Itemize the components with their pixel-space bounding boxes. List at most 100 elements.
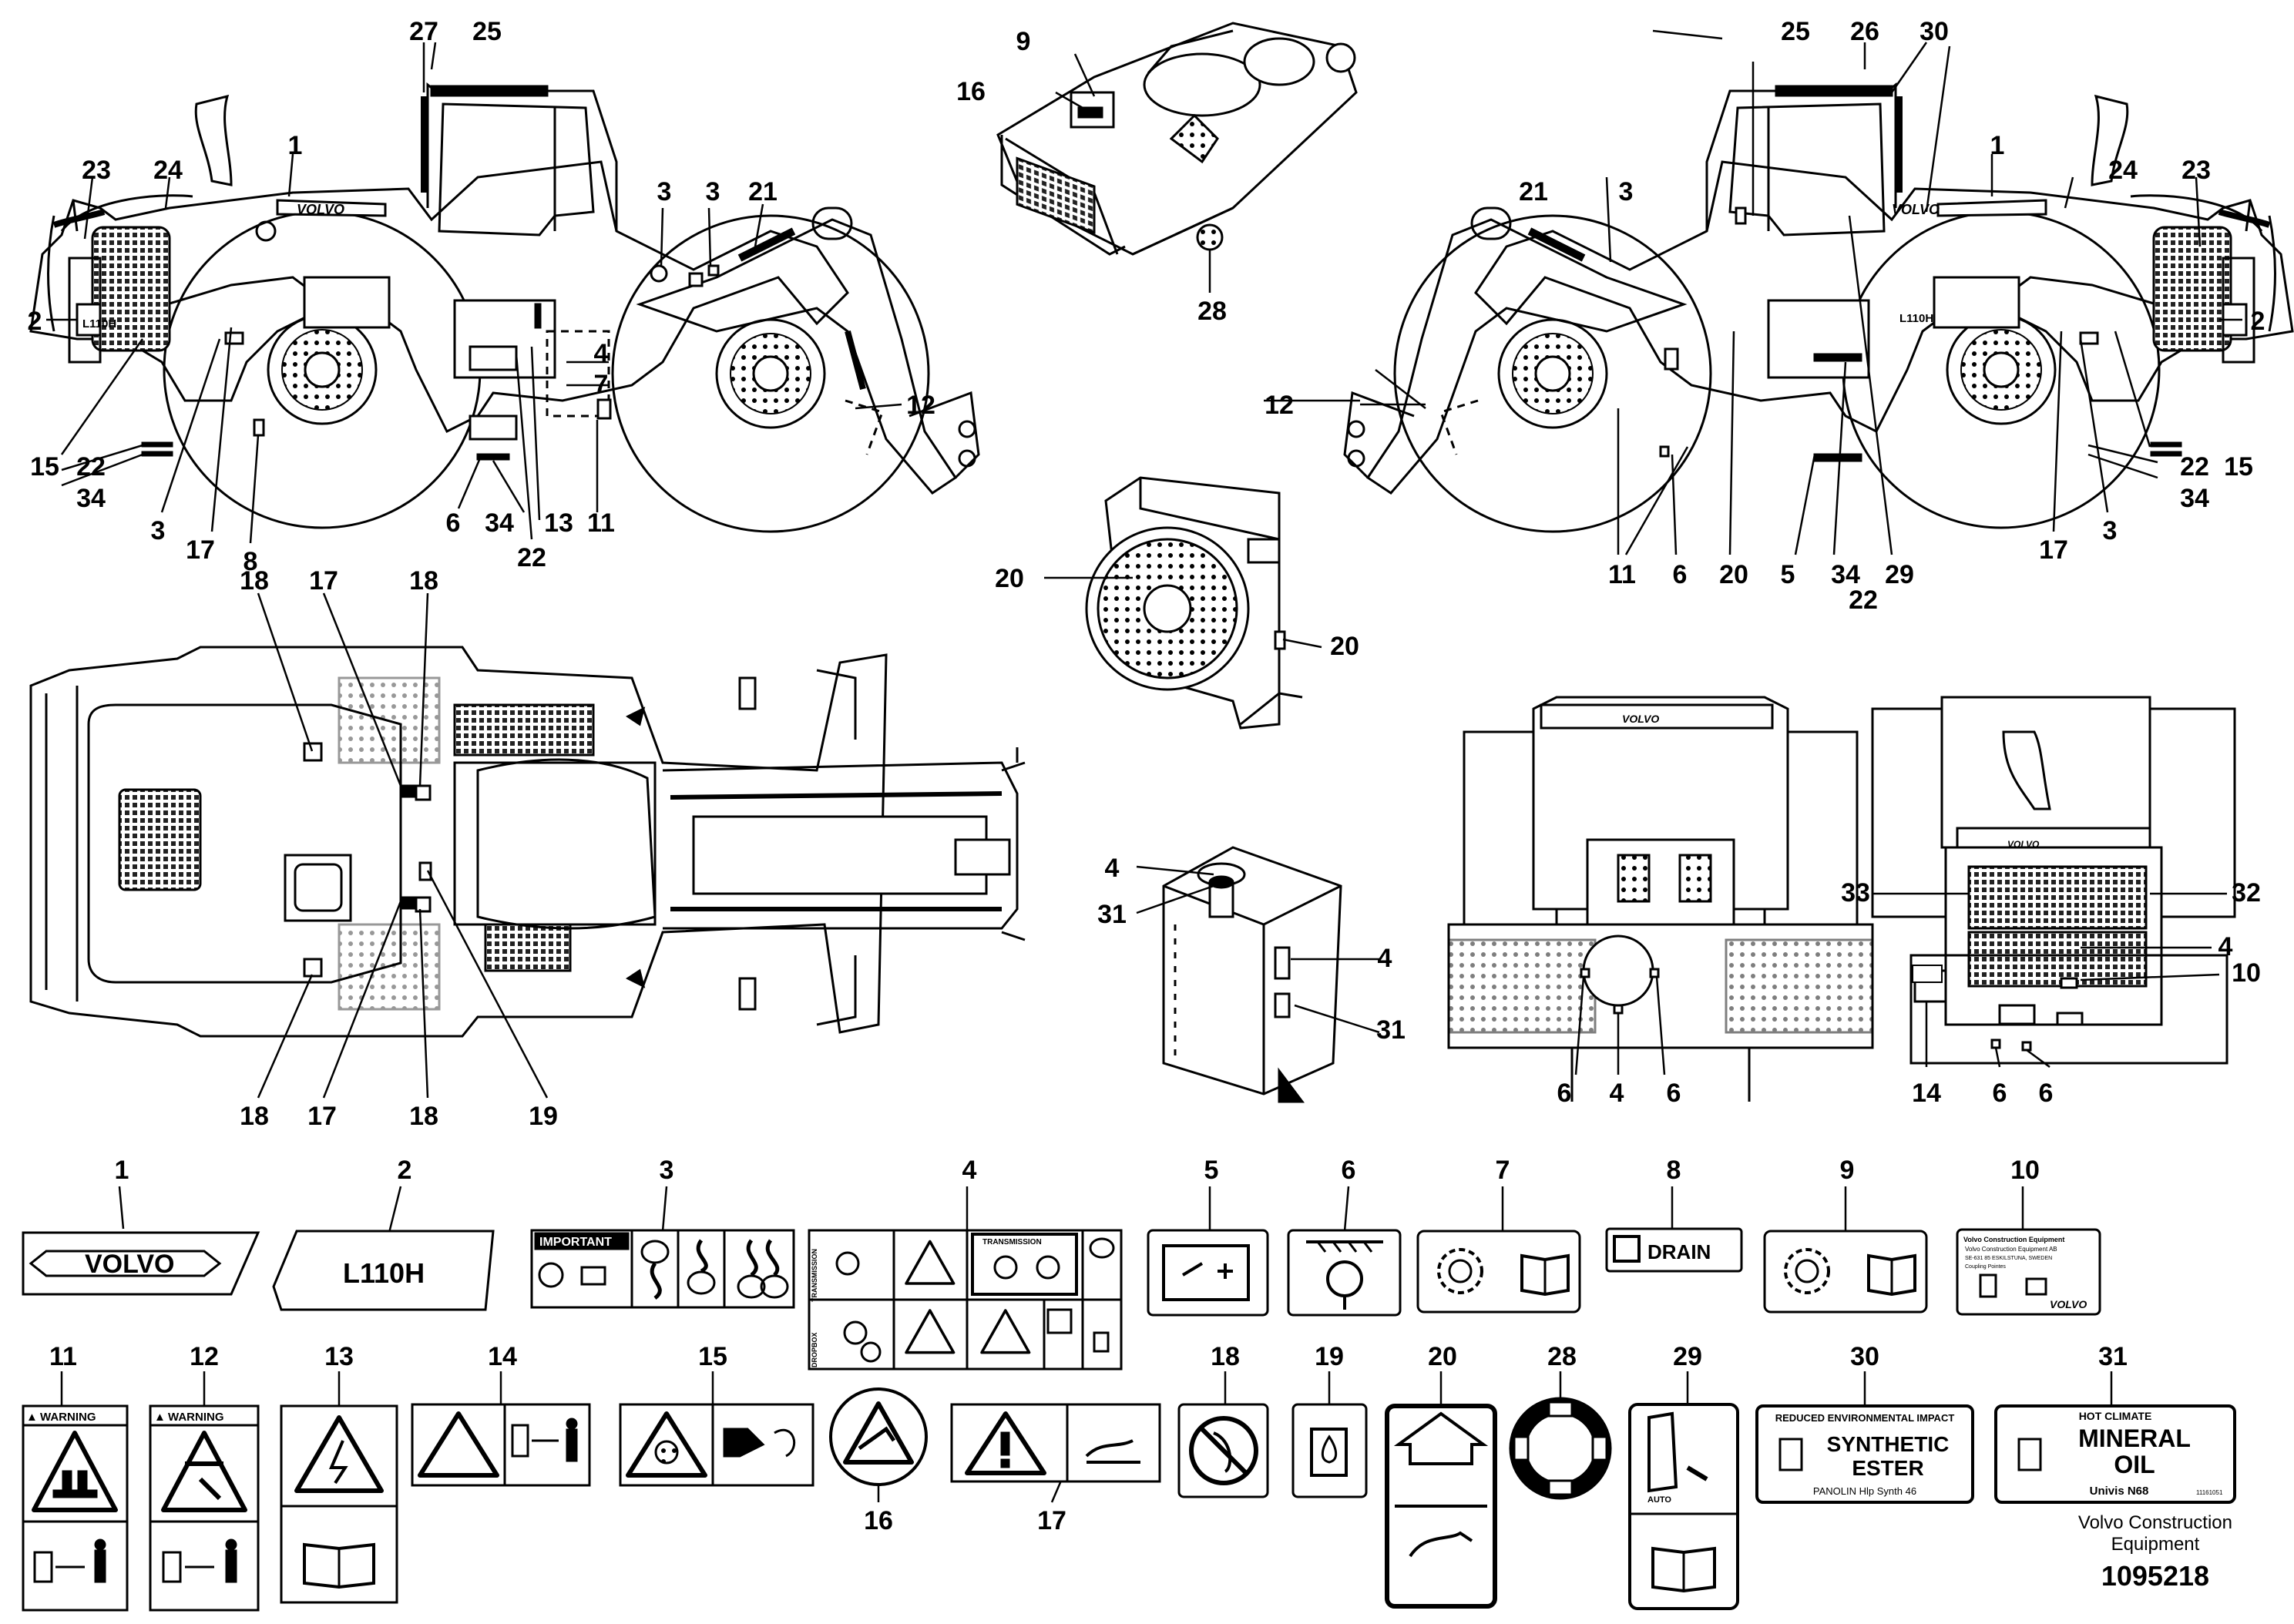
callout-number: 3 (2103, 516, 2118, 545)
decal-31-big1: MINERAL (2078, 1424, 2191, 1452)
callout-number: 34 (1831, 560, 1860, 589)
decal-31-head: HOT CLIMATE (2079, 1410, 2152, 1422)
callout-number: 2 (2251, 307, 2265, 336)
callout-number: 34 (485, 508, 514, 538)
callout-number: 10 (2232, 958, 2261, 988)
callout-number: 19 (529, 1102, 558, 1131)
callout-number: 28 (1197, 297, 1227, 326)
callout-number: 7 (594, 370, 609, 399)
callout-number: 26 (1850, 17, 1879, 46)
decal-11-text: WARNING (40, 1411, 96, 1424)
callout-number: 8 (244, 547, 258, 576)
callout-number: 17 (186, 535, 215, 565)
callout-number: 16 (956, 77, 986, 106)
decal-number: 19 (1315, 1342, 1344, 1371)
callout-number: 11 (1608, 560, 1636, 589)
decal-number: 15 (698, 1342, 727, 1371)
decal-illustrations (22, 1186, 2236, 1612)
callout-number: 14 (1912, 1079, 1941, 1108)
decal-29-text: AUTO (1647, 1495, 1671, 1505)
decal-10-line2: Volvo Construction Equipment AB (1965, 1246, 2057, 1253)
callout-number: 20 (995, 564, 1024, 593)
callout-number: 3 (151, 516, 166, 545)
decal-number: 7 (1496, 1156, 1510, 1185)
callout-number: 2 (28, 307, 42, 336)
callout-number: 34 (2180, 484, 2209, 513)
callout-number: 30 (1920, 17, 1949, 46)
decal-10-line1: Volvo Construction Equipment (1963, 1236, 2064, 1243)
right-model-plate: L110H (1899, 312, 1933, 325)
callout-number: 4 (1105, 854, 1120, 883)
callout-number: 23 (82, 156, 111, 185)
svg-text:VOLVO: VOLVO (1622, 713, 1659, 725)
decal-number: 10 (2010, 1156, 2040, 1185)
callout-number: 21 (748, 177, 778, 206)
callout-number: 22 (76, 452, 106, 481)
decal-number: 30 (1850, 1342, 1879, 1371)
hydraulic-tank-view (1162, 846, 1342, 1103)
decal-30-big2: ESTER (1852, 1456, 1923, 1480)
engine-compartment-view (996, 22, 1358, 256)
callout-number: 1 (288, 131, 303, 160)
decal-30-big1: SYNTHETIC (1827, 1432, 1950, 1456)
callout-number: 34 (76, 484, 106, 513)
decal-4-transmission-label: TRANSMISSION (982, 1238, 1042, 1247)
decal-10-line4: Coupling Pointes (1965, 1264, 2006, 1270)
decal-30-head: REDUCED ENVIRONMENTAL IMPACT (1775, 1412, 1955, 1424)
decal-number: 12 (190, 1342, 219, 1371)
callout-numbers: 1 27 25 23 24 2 15 22 34 3 17 8 6 34 13 … (28, 17, 2265, 1131)
decal-4-dropbox-label: DROPBOX (811, 1332, 818, 1367)
decal-31-big2: OIL (2114, 1451, 2155, 1478)
callout-number: 12 (906, 391, 935, 420)
svg-text:VOLVO: VOLVO (1892, 202, 1940, 217)
decal-31-foot: Univis N68 (2090, 1485, 2149, 1498)
callout-number: 4 (594, 339, 609, 368)
callout-number: 25 (1781, 17, 1810, 46)
decal-number: 8 (1667, 1156, 1681, 1185)
svg-text:L110H: L110H (82, 317, 116, 331)
decal-31-code: 11161051 (2196, 1489, 2223, 1496)
manufacturer-line-2: Equipment (2111, 1534, 2200, 1555)
callout-number: 23 (2181, 156, 2211, 185)
callout-number: 18 (240, 566, 269, 596)
decal-number: 13 (324, 1342, 354, 1371)
callout-number: 17 (307, 1102, 337, 1131)
decal-number: 9 (1840, 1156, 1855, 1185)
callout-number: 6 (446, 508, 461, 538)
callout-number: 6 (2039, 1079, 2054, 1108)
callout-number: 15 (2224, 452, 2253, 481)
callout-number: 25 (472, 17, 502, 46)
callout-number: 18 (409, 1102, 438, 1131)
callout-number: 4 (1610, 1079, 1624, 1108)
decal-10-brand: VOLVO (2050, 1298, 2087, 1310)
rear-view: VOLVO (1871, 696, 2236, 1065)
callout-number: 20 (1719, 560, 1748, 589)
callout-number: 33 (1841, 878, 1870, 908)
decal-numbers: 1 2 3 4 5 6 7 8 9 10 11 12 13 14 15 16 1… (49, 1156, 2128, 1535)
callout-number: 17 (309, 566, 338, 596)
decal-number: 4 (962, 1156, 977, 1185)
decal-number: 17 (1037, 1506, 1066, 1535)
callout-number: 32 (2232, 878, 2261, 908)
document-footer: Volvo Construction Equipment 1095218 (2078, 1512, 2232, 1592)
decal-1-text: VOLVO (85, 1250, 175, 1279)
callout-number: 3 (657, 177, 672, 206)
callout-number: 6 (1993, 1079, 2007, 1108)
decal-3-text: IMPORTANT (539, 1236, 612, 1249)
callout-number: 18 (409, 566, 438, 596)
decal-number: 14 (488, 1342, 517, 1371)
callout-number: 6 (1557, 1079, 1572, 1108)
callout-number: 24 (153, 156, 183, 185)
callout-number: 20 (1330, 632, 1359, 661)
callout-number: 17 (2039, 535, 2068, 565)
decal-number: 31 (2098, 1342, 2128, 1371)
callout-number: 4 (1378, 944, 1392, 973)
top-view (29, 646, 1026, 1038)
decal-number: 6 (1342, 1156, 1356, 1185)
decal-number: 28 (1547, 1342, 1577, 1371)
callout-number: 1 (1990, 131, 2005, 160)
callout-number: 15 (30, 452, 59, 481)
decal-4-side-label: TRANSMISSION (811, 1249, 818, 1302)
decal-number: 29 (1673, 1342, 1702, 1371)
